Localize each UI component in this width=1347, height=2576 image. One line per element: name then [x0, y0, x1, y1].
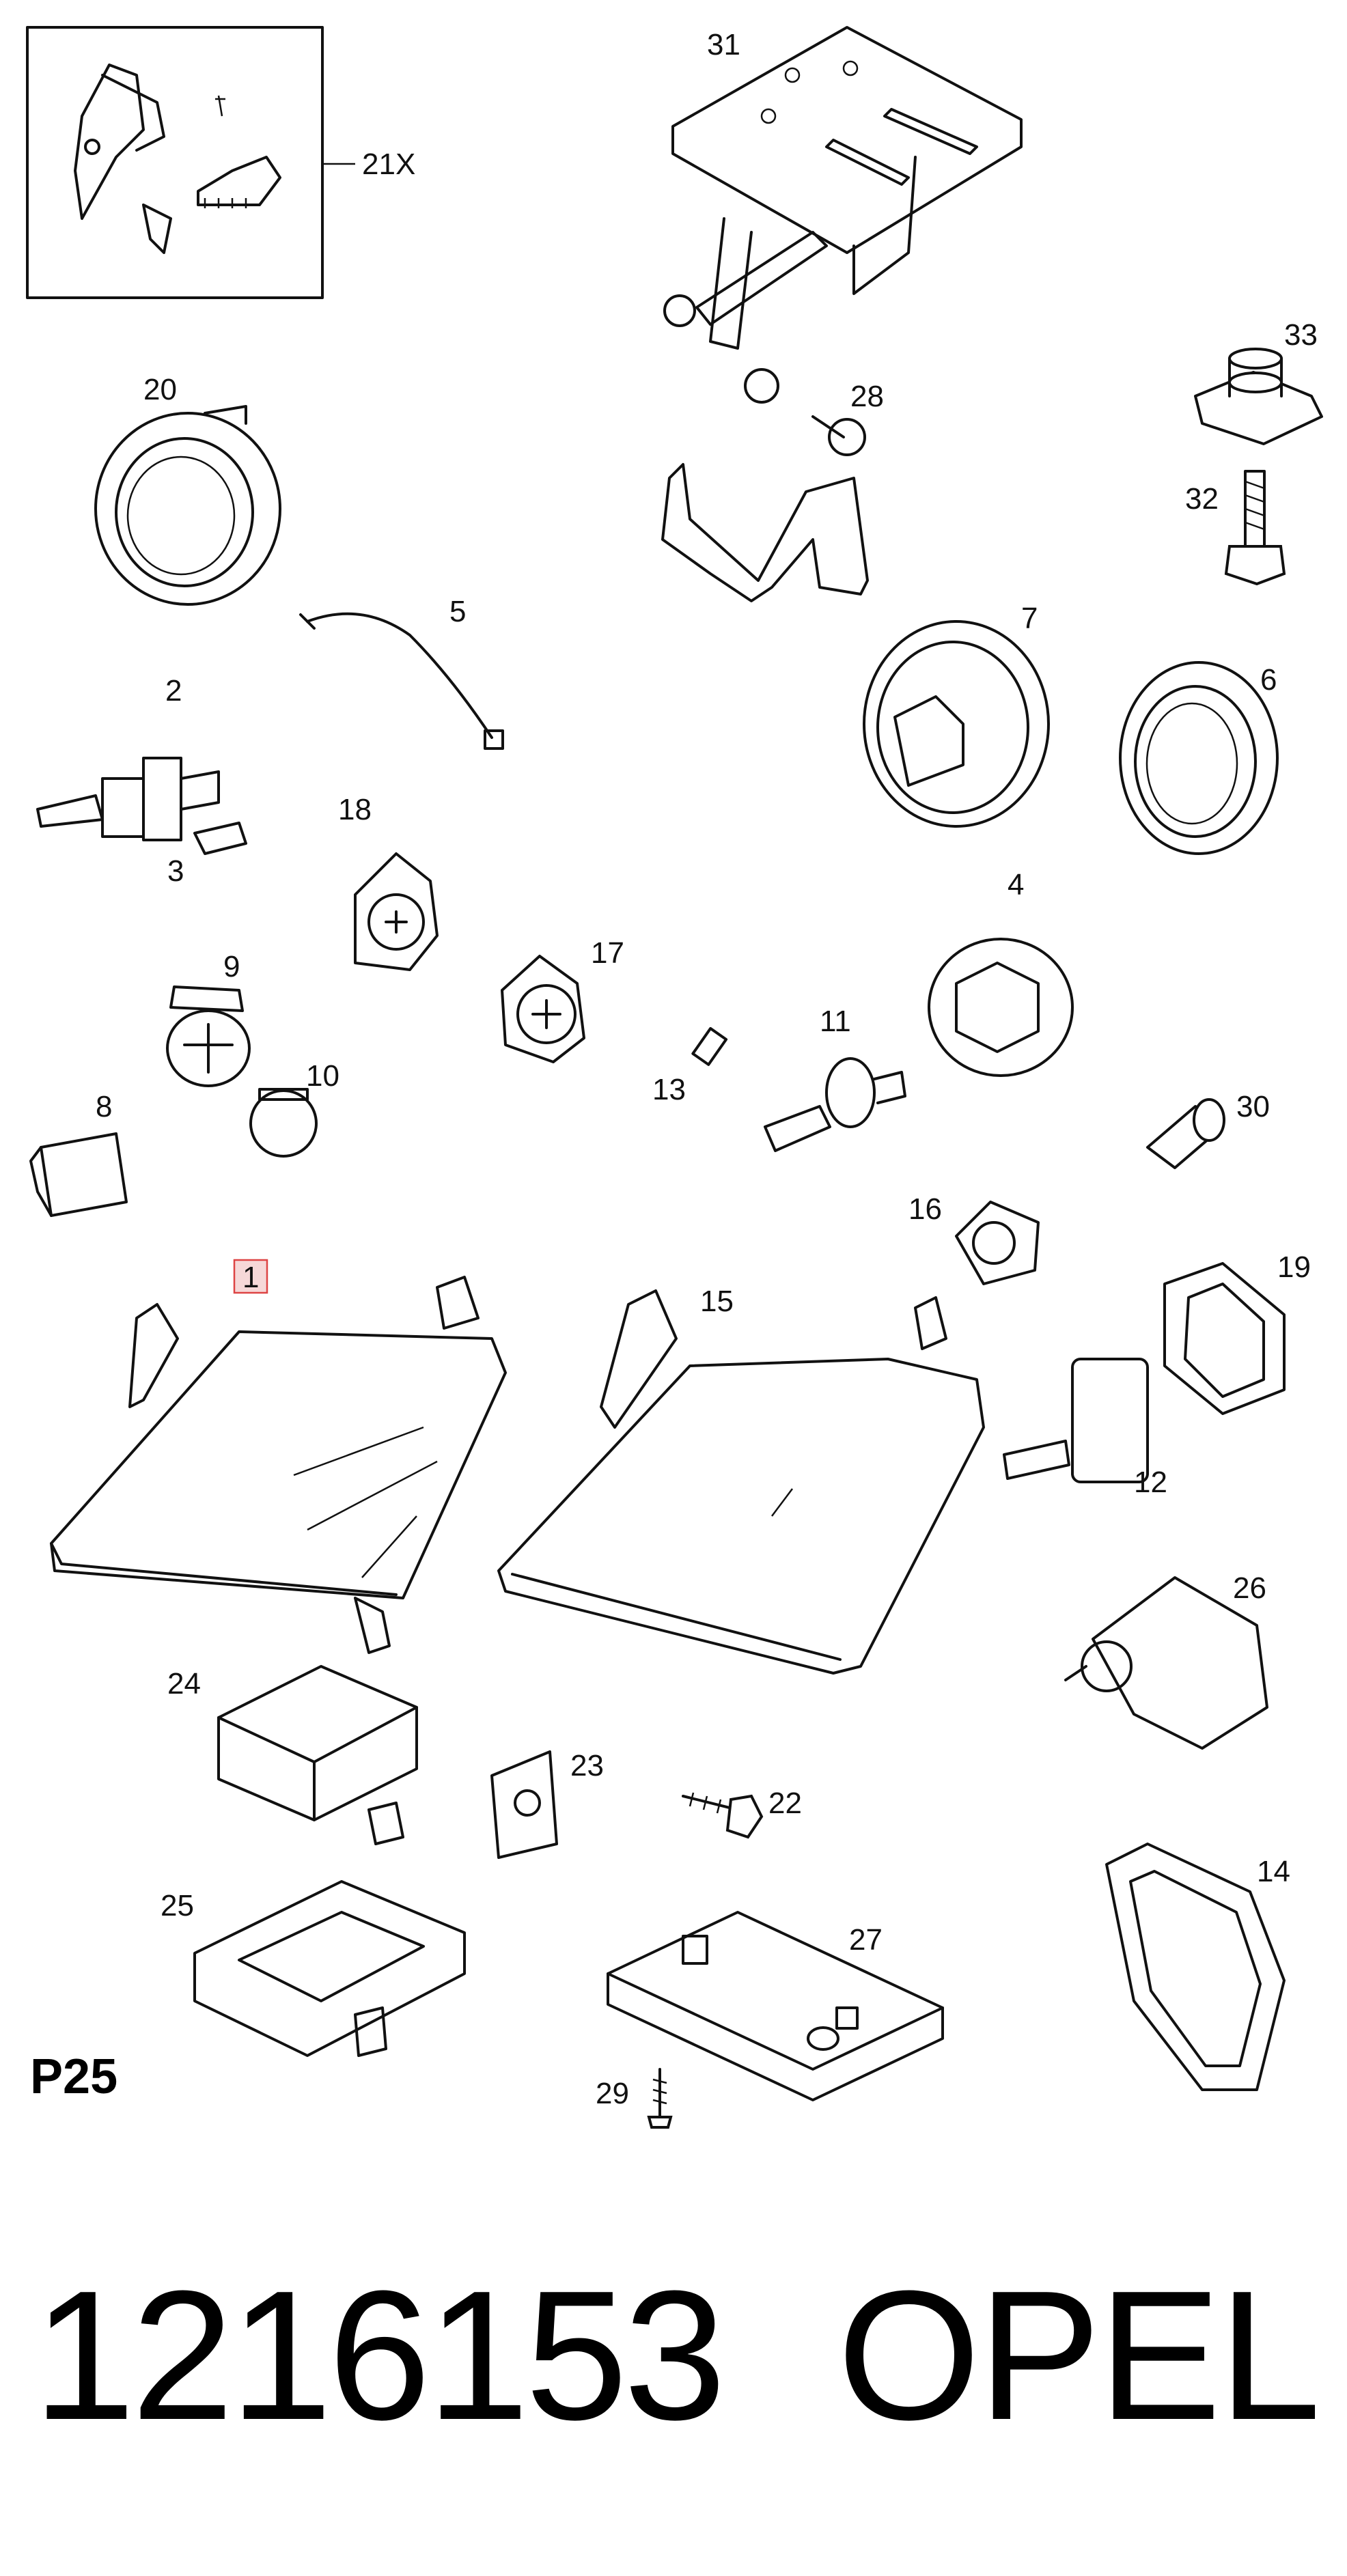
- callout-28[interactable]: 28: [850, 380, 884, 413]
- part-21x-inset[interactable]: [26, 26, 324, 299]
- callout-16[interactable]: 16: [908, 1192, 942, 1226]
- part-13-bulb[interactable]: [691, 1026, 728, 1066]
- callout-6[interactable]: 6: [1260, 663, 1277, 697]
- part-29-screw[interactable]: [647, 2068, 673, 2129]
- part-15-headlamp[interactable]: [497, 1289, 985, 1675]
- part-22-screw[interactable]: [682, 1792, 764, 1839]
- part-27-control-unit[interactable]: [607, 1911, 944, 2101]
- part-10-bulb[interactable]: [249, 1088, 318, 1158]
- callout-1[interactable]: 1: [242, 1261, 259, 1294]
- part-19-seal[interactable]: [1163, 1262, 1286, 1415]
- callout-3[interactable]: 3: [167, 854, 184, 888]
- callout-12[interactable]: 12: [1134, 1466, 1167, 1499]
- callout-26[interactable]: 26: [1233, 1571, 1266, 1605]
- callout-15[interactable]: 15: [700, 1285, 734, 1318]
- part-25-bracket[interactable]: [193, 1880, 466, 2057]
- part-9-socket[interactable]: [166, 985, 251, 1087]
- callout-24[interactable]: 24: [167, 1667, 201, 1700]
- exploded-parts-diagram: 1 2 3 4 5 6 7 8 9 10 11 12 13 14 15 16 1…: [26, 26, 1323, 2129]
- callout-22[interactable]: 22: [768, 1787, 802, 1820]
- callout-32[interactable]: 32: [1185, 482, 1219, 516]
- part-26-motor[interactable]: [1064, 1576, 1268, 1750]
- part-30-sensor[interactable]: [1146, 1098, 1225, 1169]
- callout-29[interactable]: 29: [596, 2077, 629, 2110]
- callout-20[interactable]: 20: [143, 373, 177, 406]
- callout-9[interactable]: 9: [223, 950, 240, 983]
- part-31-bracket[interactable]: [663, 26, 1023, 404]
- part-32-bolt[interactable]: [1224, 470, 1286, 586]
- callout-21x[interactable]: 21X: [362, 148, 415, 181]
- callout-27[interactable]: 27: [849, 1923, 883, 1957]
- callout-10[interactable]: 10: [306, 1059, 339, 1093]
- callout-25[interactable]: 25: [161, 1889, 194, 1922]
- part-4-holder[interactable]: [928, 938, 1074, 1077]
- callout-19[interactable]: 19: [1277, 1250, 1311, 1284]
- part-14-seal[interactable]: [1105, 1843, 1286, 2091]
- part-6-seal-ring[interactable]: [1119, 661, 1279, 855]
- part-3-clip[interactable]: [193, 822, 247, 855]
- callout-31[interactable]: 31: [707, 28, 740, 61]
- highlight-box-1: [233, 1259, 268, 1294]
- part-17-socket[interactable]: [501, 955, 585, 1063]
- part-28-clip[interactable]: [661, 415, 869, 602]
- callout-30[interactable]: 30: [1236, 1090, 1270, 1123]
- callout-17[interactable]: 17: [591, 936, 624, 970]
- callout-13[interactable]: 13: [652, 1073, 686, 1106]
- callout-8[interactable]: 8: [96, 1090, 112, 1123]
- part-11-bulb[interactable]: [764, 1057, 906, 1152]
- callout-18[interactable]: 18: [338, 793, 372, 826]
- page-code: P25: [30, 2049, 118, 2104]
- part-33-grommet[interactable]: [1194, 348, 1323, 445]
- callout-11[interactable]: 11: [820, 1005, 851, 1038]
- part-8-connector[interactable]: [29, 1132, 128, 1217]
- part-1-headlamp[interactable]: [50, 1276, 507, 1654]
- part-2-bulb[interactable]: [36, 757, 220, 841]
- part-12-bulb[interactable]: [1003, 1358, 1149, 1483]
- callout-4[interactable]: 4: [1008, 868, 1024, 901]
- brand-name: OPEL: [837, 2253, 1321, 2459]
- part-number: 1216153: [33, 2253, 726, 2459]
- callout-5[interactable]: 5: [449, 595, 466, 628]
- callout-2[interactable]: 2: [165, 674, 182, 708]
- part-16-socket[interactable]: [955, 1201, 1040, 1285]
- footer: 1216153 OPEL: [0, 2254, 1347, 2459]
- part-5-wire[interactable]: [299, 612, 504, 750]
- part-23-clip[interactable]: [490, 1750, 558, 1859]
- callout-33[interactable]: 33: [1284, 318, 1318, 352]
- callout-7[interactable]: 7: [1021, 602, 1038, 635]
- part-20-ring[interactable]: [94, 405, 281, 606]
- part-18-socket[interactable]: [354, 852, 439, 971]
- part-7-bulb-holder[interactable]: [863, 620, 1050, 828]
- callout-14[interactable]: 14: [1257, 1855, 1290, 1888]
- part-24-module[interactable]: [217, 1665, 418, 1845]
- callout-23[interactable]: 23: [570, 1749, 604, 1782]
